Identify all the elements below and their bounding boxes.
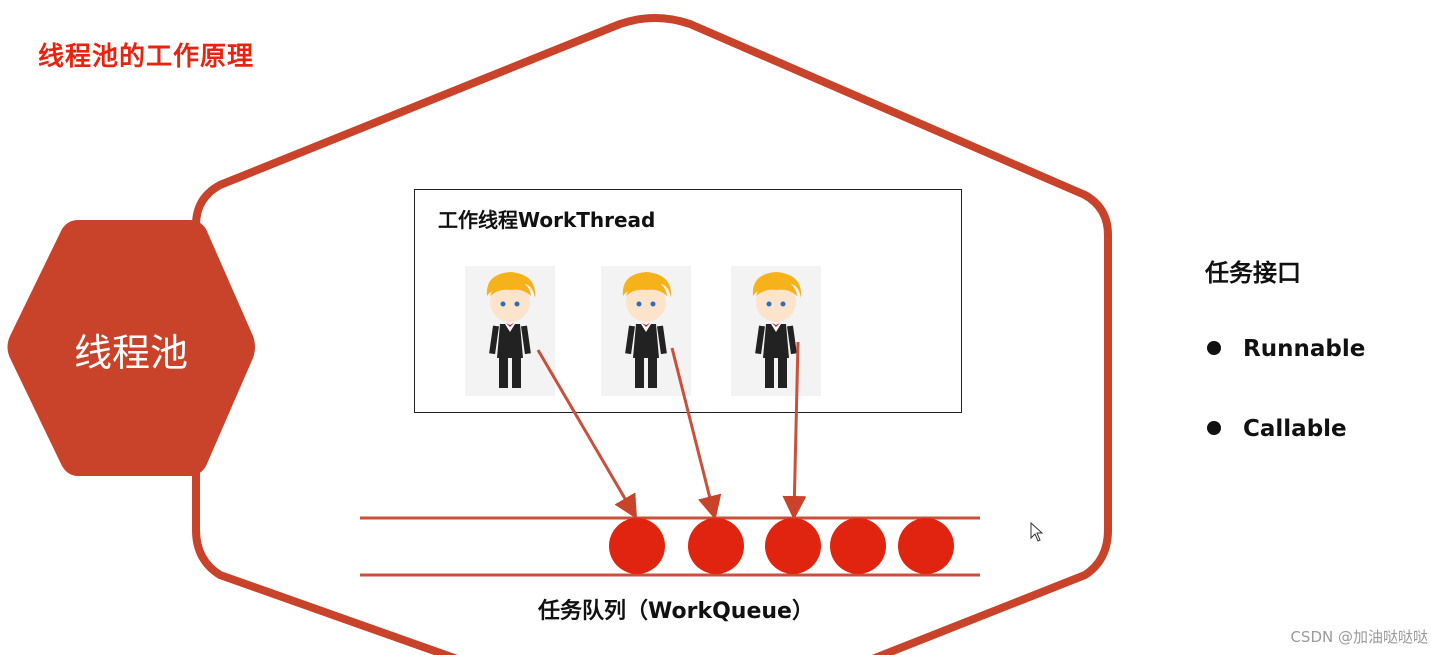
bullet-icon — [1207, 340, 1221, 355]
task-circle — [765, 518, 821, 574]
worker-figure — [731, 266, 821, 396]
arrow — [782, 341, 807, 520]
worker-figure — [601, 266, 691, 396]
interface-item-label: Runnable — [1243, 336, 1366, 362]
interface-item-runnable: Runnable — [1207, 336, 1365, 362]
pool-badge-label: 线程池 — [73, 331, 188, 375]
worker-figure — [465, 266, 555, 396]
arrow — [670, 347, 722, 520]
task-circle — [898, 518, 954, 574]
pool-badge — [7, 220, 255, 476]
watermark: CSDN @加油哒哒哒 — [1290, 628, 1428, 646]
task-interface-title: 任务接口 — [1205, 259, 1301, 287]
interface-item-callable: Callable — [1207, 416, 1347, 442]
work-queue-label: 任务队列（WorkQueue） — [538, 599, 814, 624]
bullet-icon — [1207, 420, 1221, 435]
arrow — [536, 349, 638, 520]
interface-item-label: Callable — [1243, 416, 1347, 442]
task-circle — [830, 518, 886, 574]
task-circle — [688, 518, 744, 574]
task-circle — [609, 518, 665, 574]
page-title: 线程池的工作原理 — [38, 42, 255, 72]
mouse-cursor-icon — [1030, 522, 1044, 542]
worker-box-title: 工作线程WorkThread — [438, 208, 656, 232]
